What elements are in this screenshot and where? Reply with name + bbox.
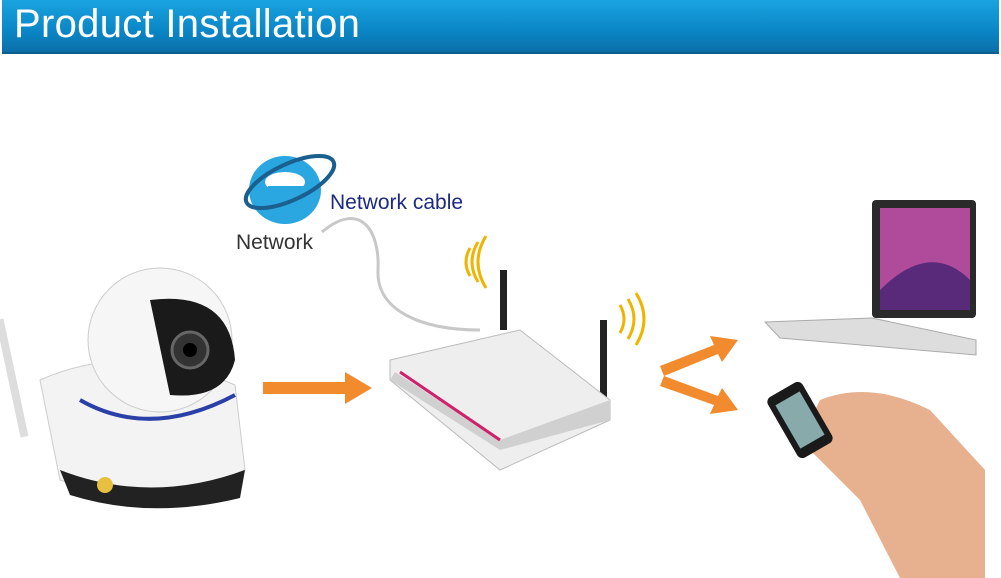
network-cable [321, 217, 481, 332]
internet-icon [243, 153, 337, 224]
arrow-router-laptop [660, 336, 738, 376]
header-bar: Product Installation [2, 0, 999, 54]
network-label: Network [236, 231, 314, 254]
smartphone-in-hand [767, 381, 985, 578]
arrow-router-phone [660, 376, 738, 414]
ip-camera [0, 267, 246, 509]
page-title: Product Installation [14, 2, 361, 46]
wifi-router [389, 235, 646, 471]
arrows [263, 336, 738, 414]
laptop [763, 200, 977, 356]
arrow-camera-router [263, 372, 372, 404]
network-cable-label: Network cable [330, 191, 464, 214]
